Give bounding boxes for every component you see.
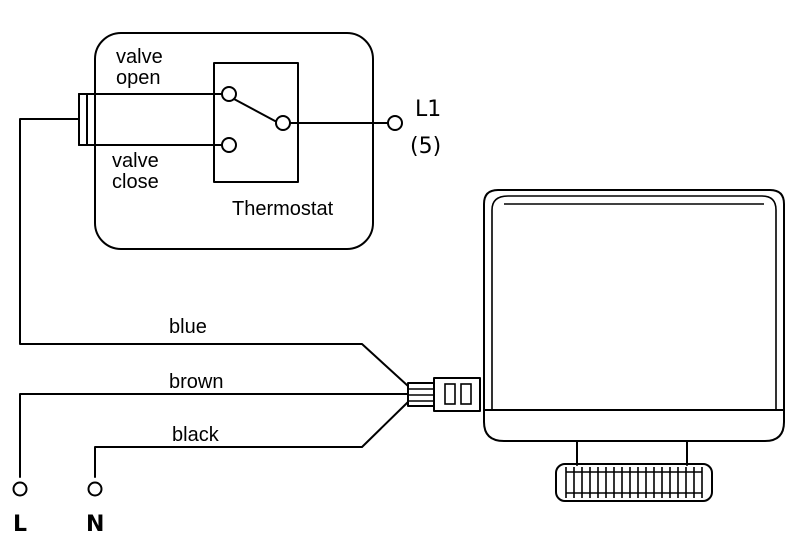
brown-wire-label: brown <box>169 371 223 393</box>
knurled-nut <box>555 463 713 502</box>
l1-terminal <box>387 115 403 131</box>
neutral-label: N <box>86 512 104 537</box>
valve-open-contact <box>221 86 237 102</box>
valve-open-label-line2: open <box>116 67 161 89</box>
black-wire <box>94 401 409 478</box>
thermostat-enclosure <box>94 32 374 250</box>
blue-wire-label: blue <box>169 316 207 338</box>
actuator-stem <box>576 440 688 466</box>
connector-plug <box>407 377 481 412</box>
valve-close-contact <box>221 137 237 153</box>
valve-open-label-line1: valve <box>116 46 163 68</box>
blue-wire <box>19 118 409 387</box>
actuator-head <box>483 189 785 442</box>
junction-block <box>78 93 88 146</box>
l1-label: L1 <box>415 97 441 122</box>
live-label: L <box>13 512 27 537</box>
thermostat-label: Thermostat <box>232 198 334 220</box>
brown-wire <box>19 393 409 478</box>
valve-close-label-line1: valve <box>112 150 159 172</box>
neutral-terminal <box>87 481 103 497</box>
black-wire-label: black <box>172 424 220 446</box>
switch-common-contact <box>275 115 291 131</box>
switch-blade <box>233 98 276 122</box>
live-terminal <box>12 481 28 497</box>
l1-pin-label: (5) <box>410 134 441 159</box>
valve-close-label-line2: close <box>112 171 159 193</box>
